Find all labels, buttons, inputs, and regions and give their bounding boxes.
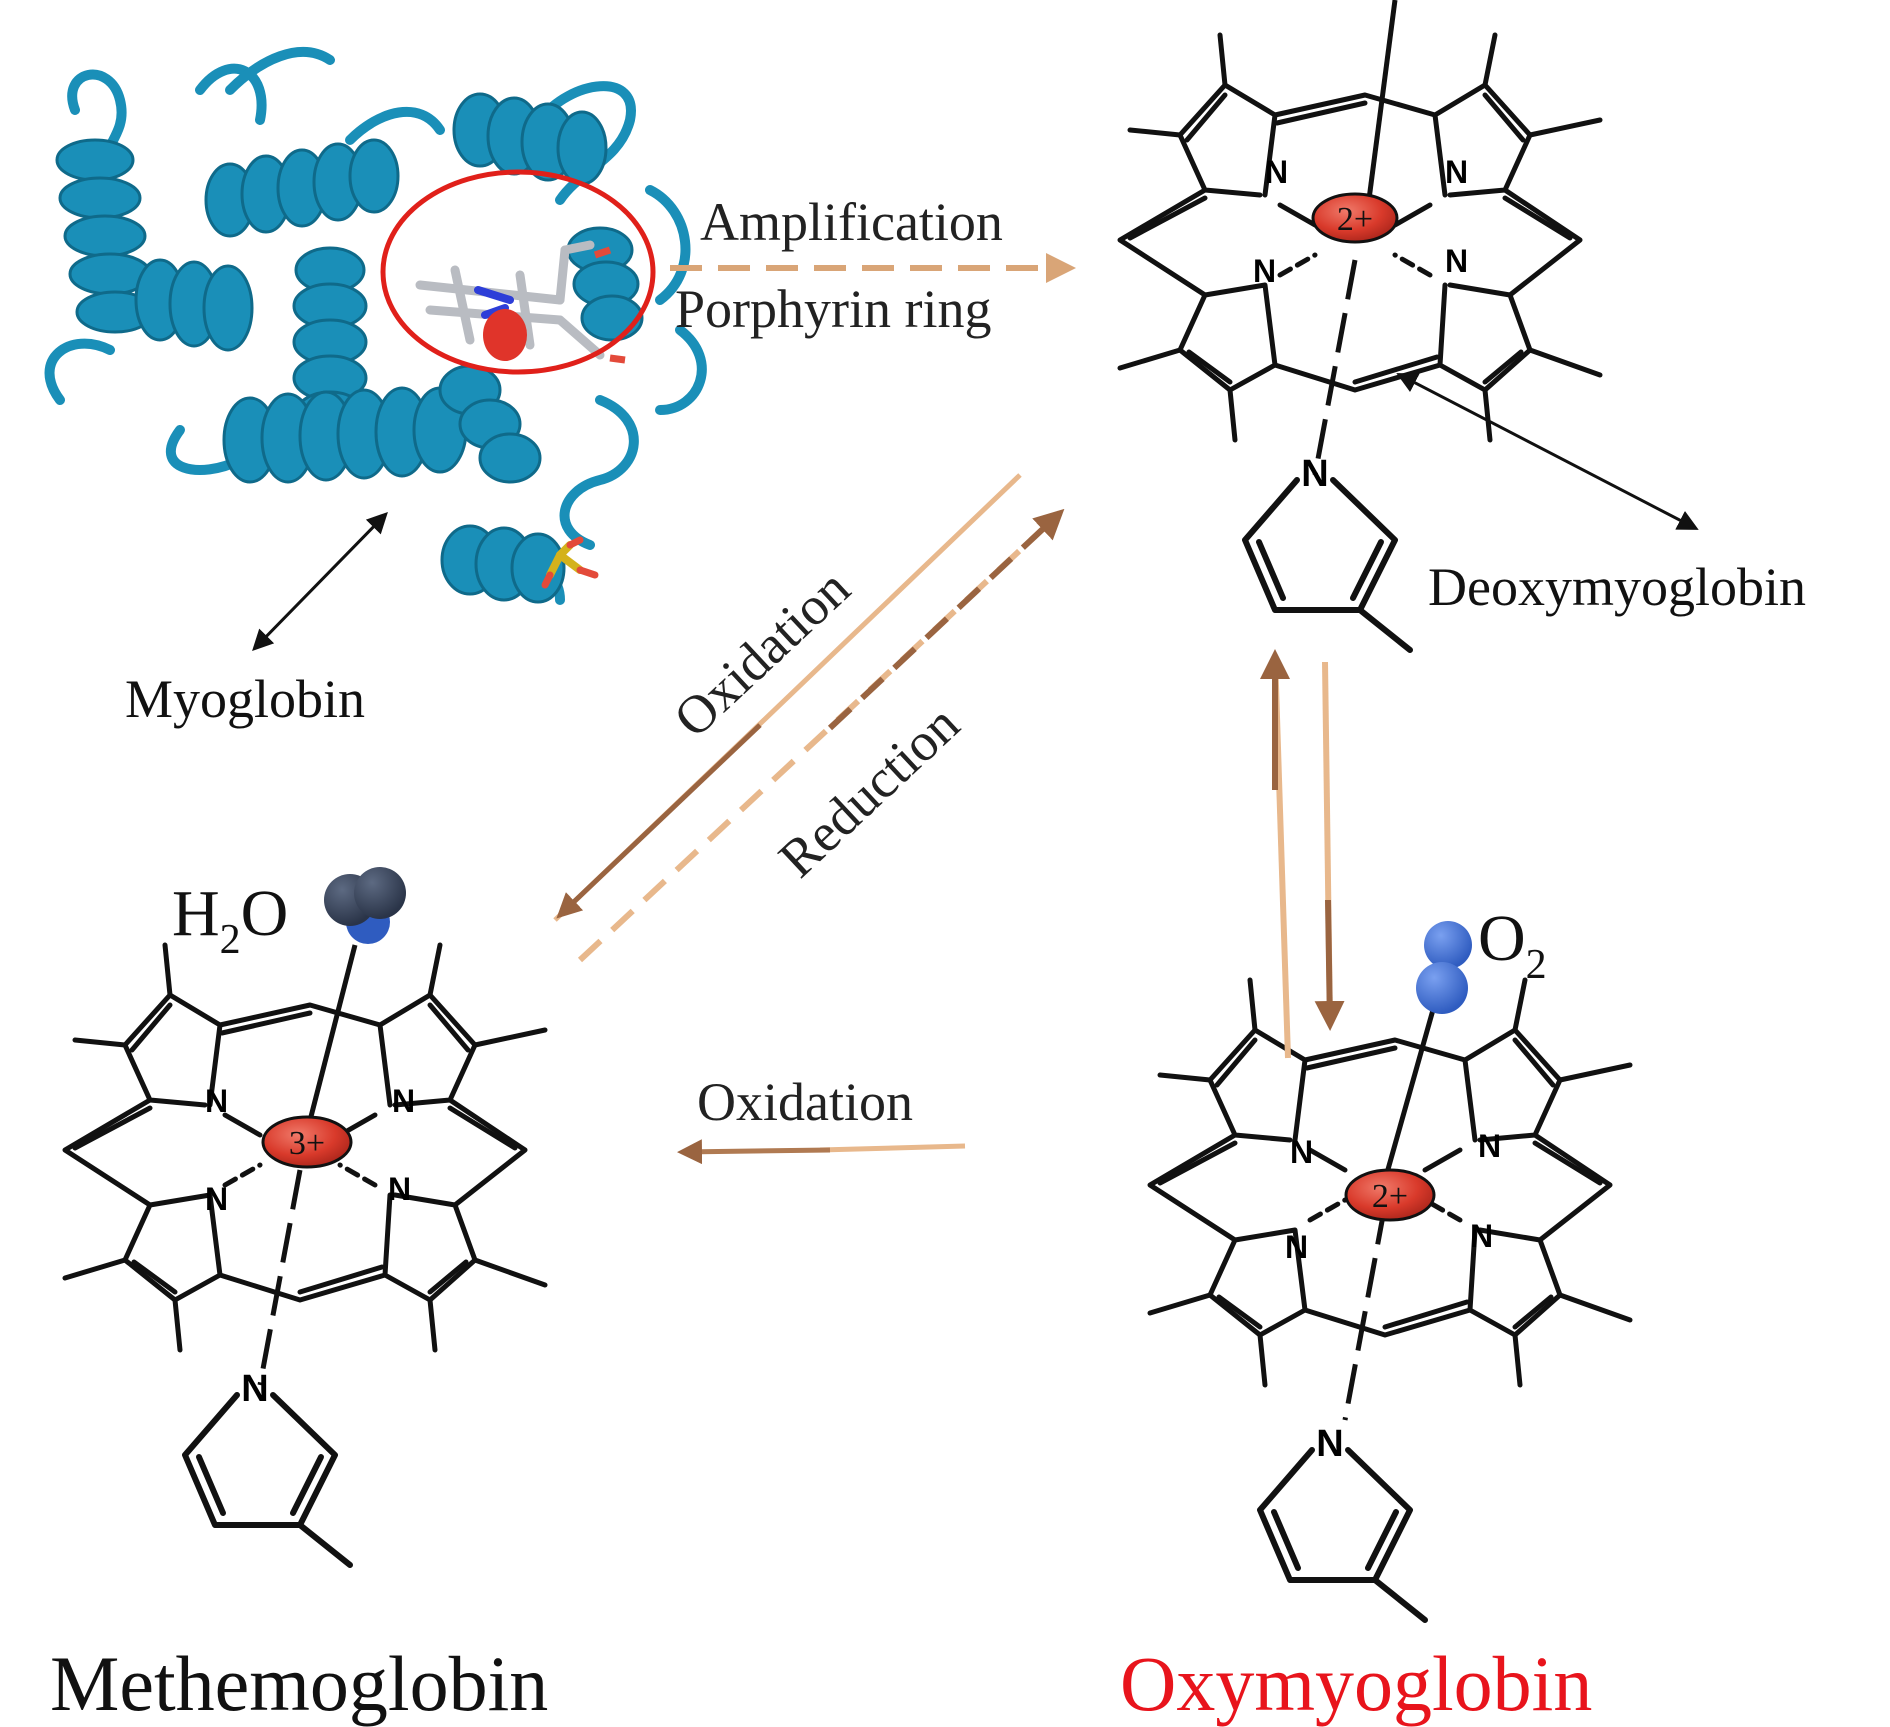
water-label: H2O (172, 877, 288, 963)
oxy-n-tl: N (1290, 1134, 1313, 1170)
met-imidazole-n: N (241, 1368, 268, 1410)
oxy-iron-icon (1344, 1168, 1436, 1222)
deoxy-iron-charge: 2+ (1337, 201, 1373, 238)
porphyrin-ring-label: Porphyrin ring (675, 279, 992, 339)
oxy-n-tr: N (1478, 1128, 1501, 1164)
myoglobin-pointer-arrow (252, 511, 388, 652)
oxygen-molecule-icon (1416, 921, 1472, 1014)
heme-highlight-circle (380, 169, 656, 375)
deoxy-iron-icon (1311, 192, 1399, 244)
reduction-diagonal-line-light (577, 510, 1063, 963)
deoxy-n-tr: N (1445, 154, 1468, 190)
oxy-n-bl: N (1285, 1229, 1308, 1265)
met-n-tr: N (392, 1083, 415, 1119)
methemoglobin-label: Methemoglobin (50, 1640, 548, 1727)
oxygen-label: O2 (1478, 902, 1547, 988)
oxidation-diagonal-arrow (556, 723, 762, 919)
water-molecule-icon (324, 867, 406, 944)
met-n-br: N (388, 1171, 411, 1207)
deoxymyoglobin-structure: N N N N 2+ N (1120, 0, 1600, 650)
sulfate-group-icon (541, 536, 599, 589)
heme-group-icon (415, 240, 626, 364)
deoxy-imidazole-n: N (1301, 453, 1328, 495)
reduction-diagonal-label: Reduction (767, 694, 970, 889)
met-iron-icon (261, 1115, 353, 1169)
amplification-label: Amplification (700, 192, 1003, 252)
oxygenation-arrow (1314, 899, 1345, 1031)
deoxy-n-tl: N (1265, 154, 1288, 190)
oxy-n-br: N (1470, 1218, 1493, 1254)
oxy-iron-charge: 2+ (1372, 1178, 1408, 1215)
deoxy-n-br: N (1445, 243, 1468, 279)
myoglobin-label: Myoglobin (125, 669, 365, 729)
deoxymyoglobin-pointer-arrow (1396, 373, 1699, 530)
met-n-tl: N (205, 1083, 228, 1119)
oxidation-horizontal-label: Oxidation (697, 1072, 913, 1132)
met-iron-charge: 3+ (289, 1125, 325, 1162)
oxy-imidazole-n: N (1316, 1423, 1343, 1465)
oxymyoglobin-label: Oxymyoglobin (1120, 1640, 1592, 1727)
met-n-bl: N (205, 1181, 228, 1217)
oxidation-horizontal-arrow (677, 1139, 831, 1165)
deoxy-n-bl: N (1253, 253, 1276, 289)
iron-oxygen-sphere-icon (483, 309, 527, 361)
deoxymyoglobin-label: Deoxymyoglobin (1428, 557, 1806, 617)
oxidation-horizontal-line-light (819, 1143, 966, 1153)
methemoglobin-structure: N N N N 3+ N H2O (65, 867, 545, 1565)
reduction-diagonal-arrow (827, 508, 1065, 731)
oxymyoglobin-structure: N N N N 2+ N O2 (1150, 902, 1630, 1620)
myoglobin-protein-ribbon (44, 47, 707, 605)
